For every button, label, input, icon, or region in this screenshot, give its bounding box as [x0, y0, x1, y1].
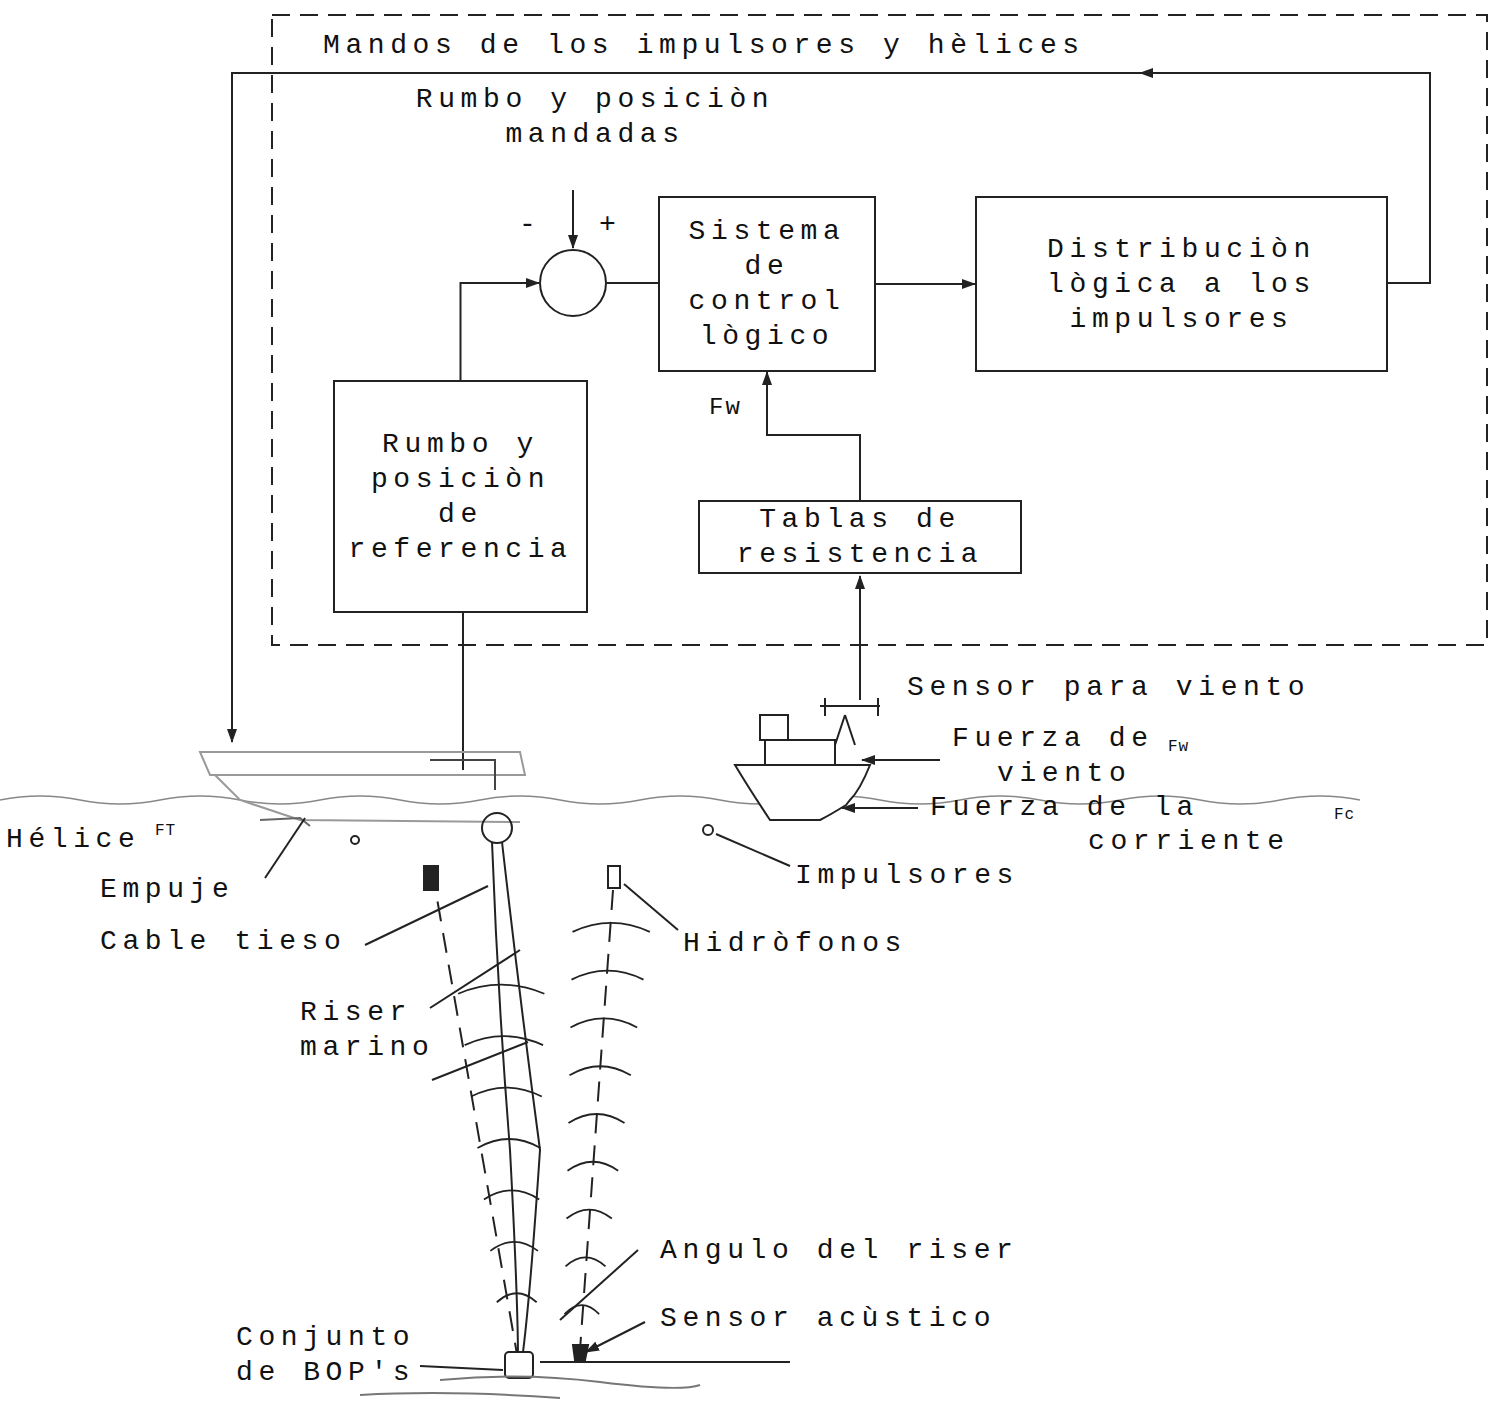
current-force-arrow: [842, 807, 918, 809]
summing-junction: -+: [539, 249, 607, 317]
callout-label: Angulo del riser: [660, 1233, 1060, 1268]
bop-stack: [505, 1352, 533, 1378]
hydrophone: [424, 866, 438, 890]
connector: [767, 372, 860, 500]
sensor-line: [859, 576, 861, 700]
taut-wire: [432, 870, 518, 1360]
edge-label: Fw: [709, 390, 742, 425]
leader-line: [365, 886, 488, 945]
process-box: Sistema de control lògico: [658, 196, 876, 372]
acoustic-sensor: [573, 1345, 588, 1360]
riser: [502, 842, 540, 1360]
process-box: Distribuciòn lògica a los impulsores: [975, 196, 1388, 372]
riser-joint: [482, 813, 512, 843]
callout-label: corriente: [1088, 824, 1328, 859]
leader-line: [624, 884, 678, 930]
thruster: [703, 825, 713, 835]
thruster: [351, 836, 359, 844]
reference-line: [462, 613, 464, 770]
connector: [461, 283, 540, 380]
leader-line: [432, 1042, 528, 1080]
box-text: Distribuciòn lògica a los impulsores: [1037, 232, 1326, 337]
drilling-vessel: [200, 752, 525, 775]
acoustic-path: [580, 890, 613, 1350]
command-arrow: [572, 190, 574, 248]
callout-label: Mandos de los impulsores y hèlices: [323, 28, 1123, 63]
hydrophone: [608, 866, 620, 888]
leader-arrow: [586, 1322, 645, 1352]
control-region: [272, 15, 1487, 645]
symbol-label: FT: [155, 822, 195, 840]
seabed: [540, 1361, 790, 1363]
callout-label: Conjunto de BOP's: [236, 1320, 436, 1390]
callout-label: Fuerza de la: [930, 790, 1230, 825]
leader-line: [420, 1366, 503, 1370]
ship-bridge: [760, 715, 788, 740]
leader-line: [265, 818, 305, 878]
wind-force-arrow: [862, 759, 940, 761]
box-text: Tablas de resistencia: [710, 502, 1010, 572]
feedback-arrow: [1140, 72, 1200, 74]
callout-label: Riser marino: [300, 995, 460, 1065]
sign-label: -: [519, 207, 541, 242]
box-text: Rumbo y posiciòn de referencia: [345, 427, 576, 567]
callout-label: Empuje: [100, 872, 270, 907]
callout-label: Fuerza de: [952, 721, 1192, 756]
callout-label: Hélice: [6, 822, 166, 857]
box-text: Sistema de control lògico: [668, 214, 866, 354]
connector: [607, 282, 658, 284]
callout-label: Hidròfonos: [683, 926, 943, 961]
callout-label: Rumbo y posiciòn mandadas: [405, 82, 785, 152]
process-box: Tablas de resistencia: [698, 500, 1022, 574]
acoustic-waves: [458, 923, 650, 1314]
sign-label: +: [599, 207, 621, 242]
process-box: Rumbo y posiciòn de referencia: [333, 380, 588, 613]
symbol-label: Fc: [1334, 806, 1374, 824]
connector: [876, 283, 975, 285]
wind-sensor: [820, 698, 880, 745]
callout-label: Cable tieso: [100, 924, 370, 959]
leader-line: [716, 834, 790, 866]
derrick: [430, 760, 495, 790]
feedback-line: [232, 73, 1430, 742]
ship-cabin: [765, 740, 835, 765]
ship-hull: [735, 765, 870, 820]
callout-label: Impulsores: [795, 858, 1055, 893]
leader-line: [560, 1250, 638, 1320]
leader-line: [430, 950, 520, 1008]
callout-label: viento: [997, 756, 1177, 791]
vessel-hull: [215, 775, 520, 822]
callout-label: Sensor para viento: [907, 670, 1327, 705]
callout-label: Sensor acùstico: [660, 1301, 1060, 1336]
feedback-arrow: [231, 700, 233, 742]
symbol-label: Fw: [1168, 738, 1208, 756]
